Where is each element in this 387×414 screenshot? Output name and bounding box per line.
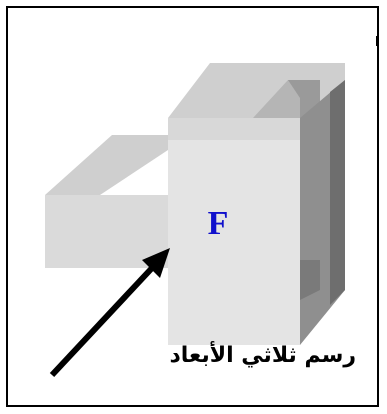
tall-block-front-shade xyxy=(168,118,300,140)
pointer-arrow-shaft xyxy=(49,265,155,378)
low-block-front-face xyxy=(45,195,168,268)
face-label: F xyxy=(207,205,229,242)
slot-bottom-face xyxy=(300,260,320,300)
frame-tick xyxy=(376,36,379,46)
arrow-up-right-icon xyxy=(142,248,170,278)
right-face-edge xyxy=(330,80,345,305)
tall-block-front-face xyxy=(168,118,300,345)
caption: رسم ثلاثي الأبعاد xyxy=(169,343,356,368)
low-block-top-face xyxy=(45,135,168,195)
